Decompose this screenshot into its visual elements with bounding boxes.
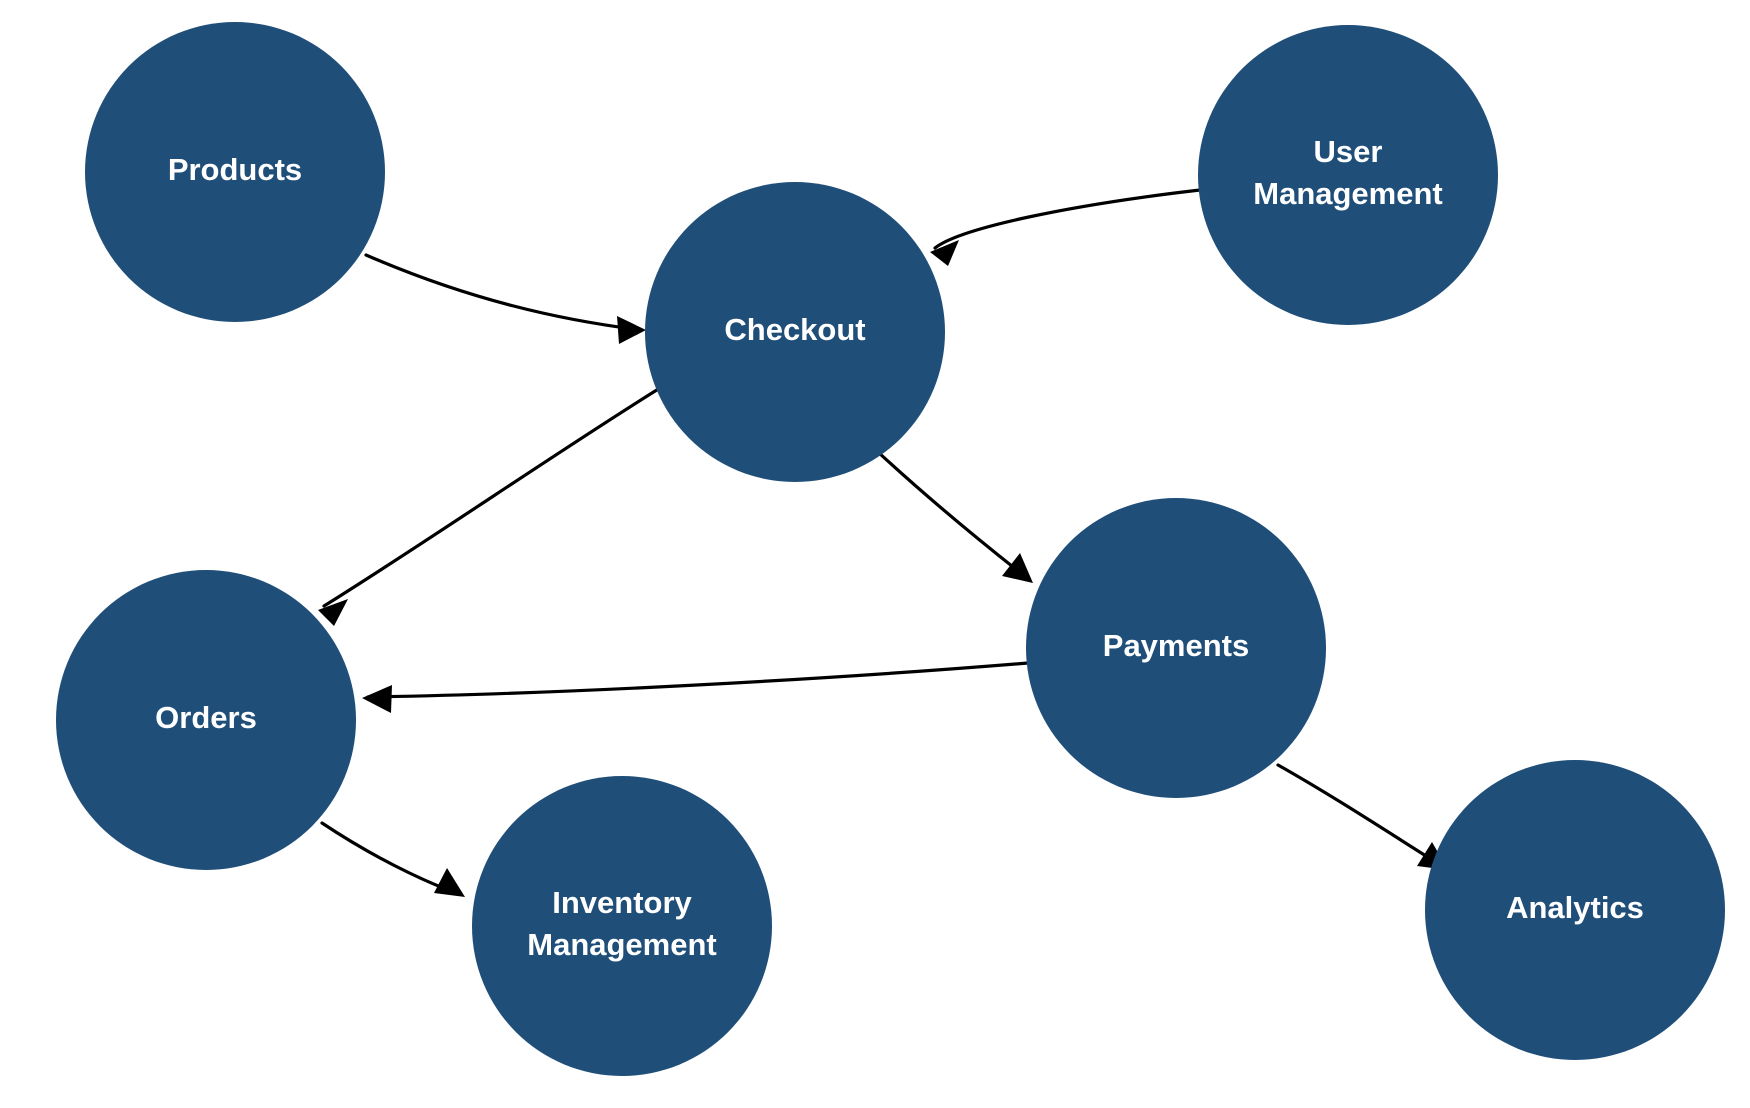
edge-products-to-checkout[interactable]: [364, 253, 646, 344]
arrowhead-icon: [1002, 553, 1033, 583]
edge-payments-to-orders[interactable]: [362, 661, 1030, 713]
edge-line: [322, 386, 662, 608]
edge-checkout-to-orders[interactable]: [318, 386, 662, 626]
node-checkout[interactable]: Checkout: [645, 182, 945, 482]
node-shape[interactable]: [472, 776, 772, 1076]
edge-line: [320, 821, 461, 896]
edge-line: [876, 450, 1029, 580]
arrowhead-icon: [930, 240, 959, 266]
edge-line: [933, 188, 1202, 250]
edge-payments-to-analytics[interactable]: [1276, 763, 1448, 870]
node-payments[interactable]: Payments: [1026, 498, 1326, 798]
edges-layer: [318, 188, 1448, 897]
edge-line: [364, 253, 643, 332]
edge-orders-to-inventory[interactable]: [320, 821, 465, 897]
node-analytics[interactable]: Analytics: [1425, 760, 1725, 1060]
node-orders[interactable]: Orders: [56, 570, 356, 870]
edge-line: [366, 661, 1030, 699]
node-shape[interactable]: [1198, 25, 1498, 325]
node-products[interactable]: Products: [85, 22, 385, 322]
node-shape[interactable]: [56, 570, 356, 870]
edge-user_mgmt-to-checkout[interactable]: [930, 188, 1202, 266]
node-shape[interactable]: [1026, 498, 1326, 798]
node-shape[interactable]: [85, 22, 385, 322]
arrowhead-icon: [434, 868, 465, 897]
arrowhead-icon: [318, 599, 348, 626]
edge-line: [1276, 763, 1444, 868]
edge-checkout-to-payments[interactable]: [876, 450, 1033, 583]
arrowhead-icon: [617, 316, 646, 344]
node-shape[interactable]: [1425, 760, 1725, 1060]
arrowhead-icon: [362, 685, 392, 713]
node-shape[interactable]: [645, 182, 945, 482]
